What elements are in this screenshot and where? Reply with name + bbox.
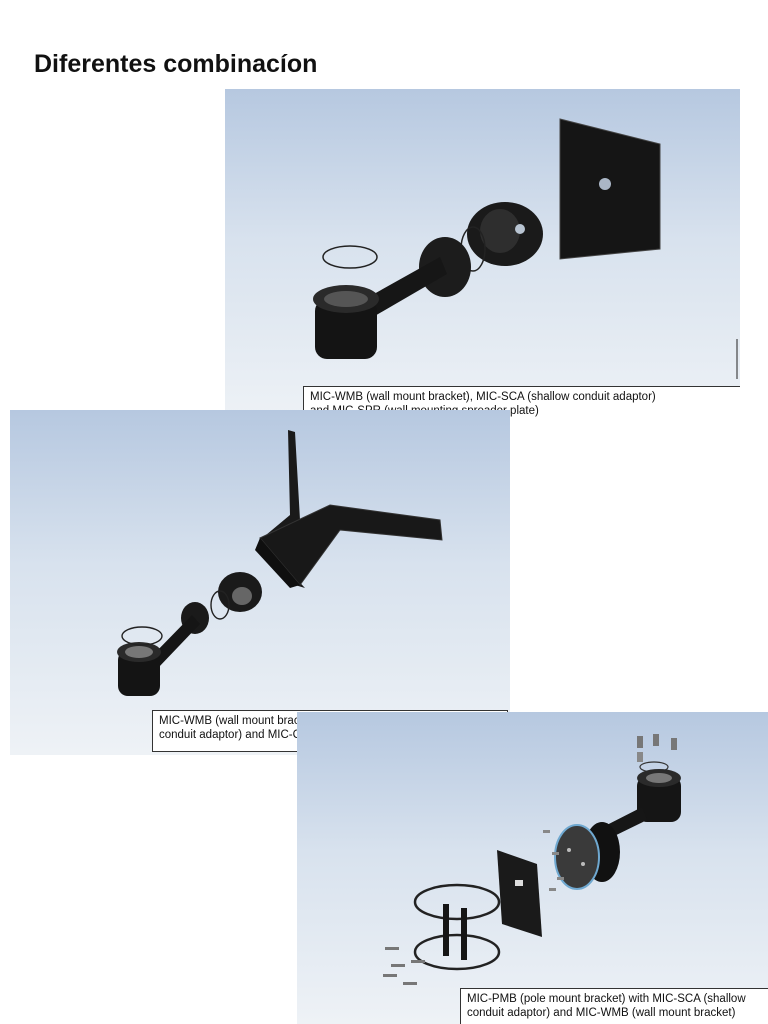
caption-line: MIC-WMB (wall mount bracket), MIC-SCA (s…	[310, 391, 656, 403]
exploded-view-drawing	[313, 118, 738, 379]
figure-wall-mount-spreader-plate: MIC-WMB (wall mount bracket), MIC-SCA (s…	[225, 89, 740, 425]
figure-pole-mount-bracket: MIC-PMB (pole mount bracket) with MIC-SC…	[297, 712, 768, 1024]
caption-line: MIC-PMB (pole mount bracket) with MIC-SC…	[467, 993, 746, 1005]
page-title: Diferentes combinacíon	[34, 50, 318, 78]
exploded-view-drawing	[383, 734, 681, 985]
exploded-view-drawing	[117, 430, 443, 696]
figure-caption: MIC-PMB (pole mount bracket) with MIC-SC…	[460, 988, 768, 1024]
figure-corner-mount-bracket: MIC-WMB (wall mount bracket), MIC-SCA (s…	[10, 410, 510, 755]
caption-line: conduit adaptor) and MIC-WMB (wall mount…	[467, 1007, 736, 1019]
